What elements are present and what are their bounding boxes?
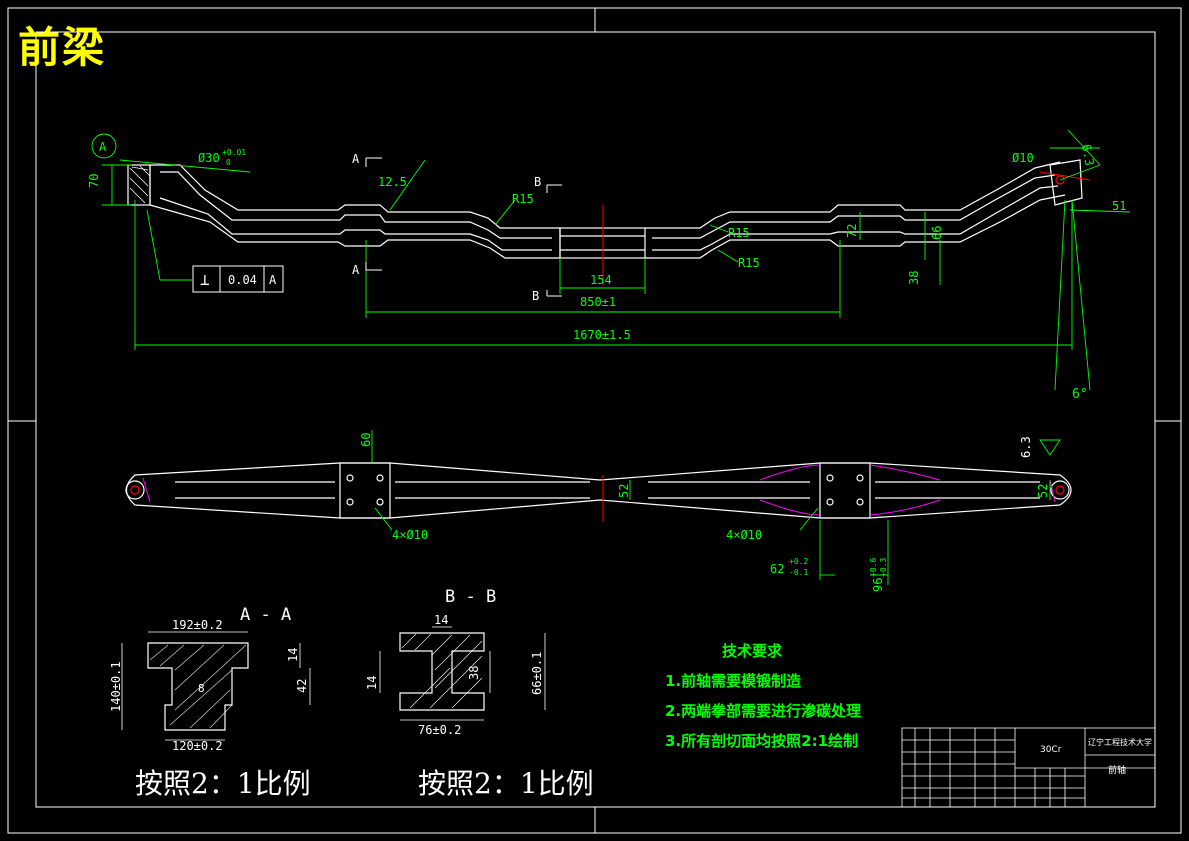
front-dimensions — [91, 129, 1131, 391]
front-beam-outline — [127, 159, 1083, 259]
aa-dim-8: 8 — [198, 682, 205, 695]
tolerance-datum: A — [269, 273, 277, 287]
bore-dim: Ø30 — [198, 151, 220, 165]
dim-72: 72 — [845, 224, 859, 238]
title-material: 30Cr — [1040, 745, 1062, 755]
drawing-title: 前梁 — [18, 23, 107, 72]
aa-scale-note: 按照2：1比例 — [135, 767, 311, 800]
dim-850: 850±1 — [580, 295, 616, 309]
aa-dim-192: 192±0.2 — [172, 618, 223, 632]
tolerance-symbol: ⊥ — [200, 270, 210, 289]
requirement-item: 2.两端拳部需要进行渗碳处理 — [665, 702, 862, 720]
tolerance-frame — [192, 265, 284, 293]
dim-62: 62 — [770, 562, 784, 576]
dim-62-upper: +0.2 — [789, 557, 808, 566]
tolerance-value: 0.04 — [228, 273, 257, 287]
title-school: 辽宁工程技术大学 — [1088, 737, 1152, 747]
dim-52-mid: 52 — [617, 484, 631, 498]
title-part-name: 前轴 — [1108, 764, 1126, 776]
height-left: 70 — [87, 174, 101, 188]
bore-tol-upper: +0.01 — [222, 148, 246, 157]
dim-96: 96 — [871, 578, 885, 592]
bb-dim-38: 38 — [467, 666, 481, 680]
bb-dim-14-top: 14 — [434, 613, 448, 627]
requirement-item: 3.所有剖切面均按照2:1绘制 — [665, 732, 859, 750]
aa-dim-140: 140±0.1 — [109, 661, 123, 712]
top-beam-outline — [125, 462, 1072, 519]
front-view: A Ø30 +0.01 0 70 A A B B 12.5 R15 R15 R1… — [87, 129, 1131, 402]
holes-right: 4×Ø10 — [726, 528, 762, 542]
dim-66: 66 — [930, 226, 944, 240]
dim-12-5: 12.5 — [378, 175, 407, 189]
section-b-bottom: B — [532, 289, 539, 303]
title-block — [901, 727, 1156, 808]
section-aa-title: A - A — [240, 605, 291, 625]
aa-dim-14: 14 — [286, 648, 300, 662]
aa-dim-42: 42 — [295, 679, 309, 693]
angle-6: 6° — [1072, 387, 1088, 402]
dim-1670: 1670±1.5 — [573, 328, 631, 342]
dim-62-lower: -0.1 — [789, 568, 808, 577]
bore-tol-lower: 0 — [226, 158, 231, 167]
requirements-heading: 技术要求 — [722, 642, 783, 660]
dim-96-upper: +0.6 — [869, 558, 878, 577]
bb-dim-14-left: 14 — [365, 676, 379, 690]
dim-51: 51 — [1112, 199, 1126, 213]
section-aa: A - A 192±0.2 14 140±0.1 42 8 120±0.2 — [109, 605, 311, 753]
dim-60: 60 — [359, 433, 373, 447]
section-bb: B - B 14 14 38 66±0.1 76±0.2 — [365, 587, 546, 737]
sheet-border — [7, 7, 1182, 834]
top-highlight — [142, 464, 1056, 516]
section-bb-title: B - B — [445, 587, 496, 607]
r15-c: R15 — [738, 256, 760, 270]
dim-52-right: 52 — [1036, 484, 1050, 498]
r15-b: R15 — [728, 226, 750, 240]
roughness-front: 6.3 — [1079, 143, 1097, 167]
bb-scale-note: 按照2：1比例 — [418, 767, 594, 800]
requirement-item: 1.前轴需要模锻制造 — [665, 672, 802, 690]
section-b-top: B — [534, 175, 541, 189]
dim-154: 154 — [590, 273, 612, 287]
roughness-top: 6.3 — [1019, 436, 1033, 458]
section-arrows — [365, 157, 562, 297]
dim-96-lower: +0.3 — [879, 558, 888, 577]
dim-38: 38 — [907, 271, 921, 285]
bb-dim-66: 66±0.1 — [530, 652, 544, 695]
top-dimensions — [371, 430, 1061, 585]
holes-left: 4×Ø10 — [392, 528, 428, 542]
section-a-bottom: A — [352, 263, 360, 277]
aa-dim-120: 120±0.2 — [172, 739, 223, 753]
hole-right: Ø10 — [1012, 151, 1034, 165]
section-a-top: A — [352, 152, 360, 166]
top-view: 60 52 52 4×Ø10 4×Ø10 62 +0.2 -0.1 96 +0.… — [125, 430, 1072, 592]
r15-a: R15 — [512, 192, 534, 206]
bb-dim-76: 76±0.2 — [418, 723, 461, 737]
datum-label: A — [99, 140, 107, 154]
